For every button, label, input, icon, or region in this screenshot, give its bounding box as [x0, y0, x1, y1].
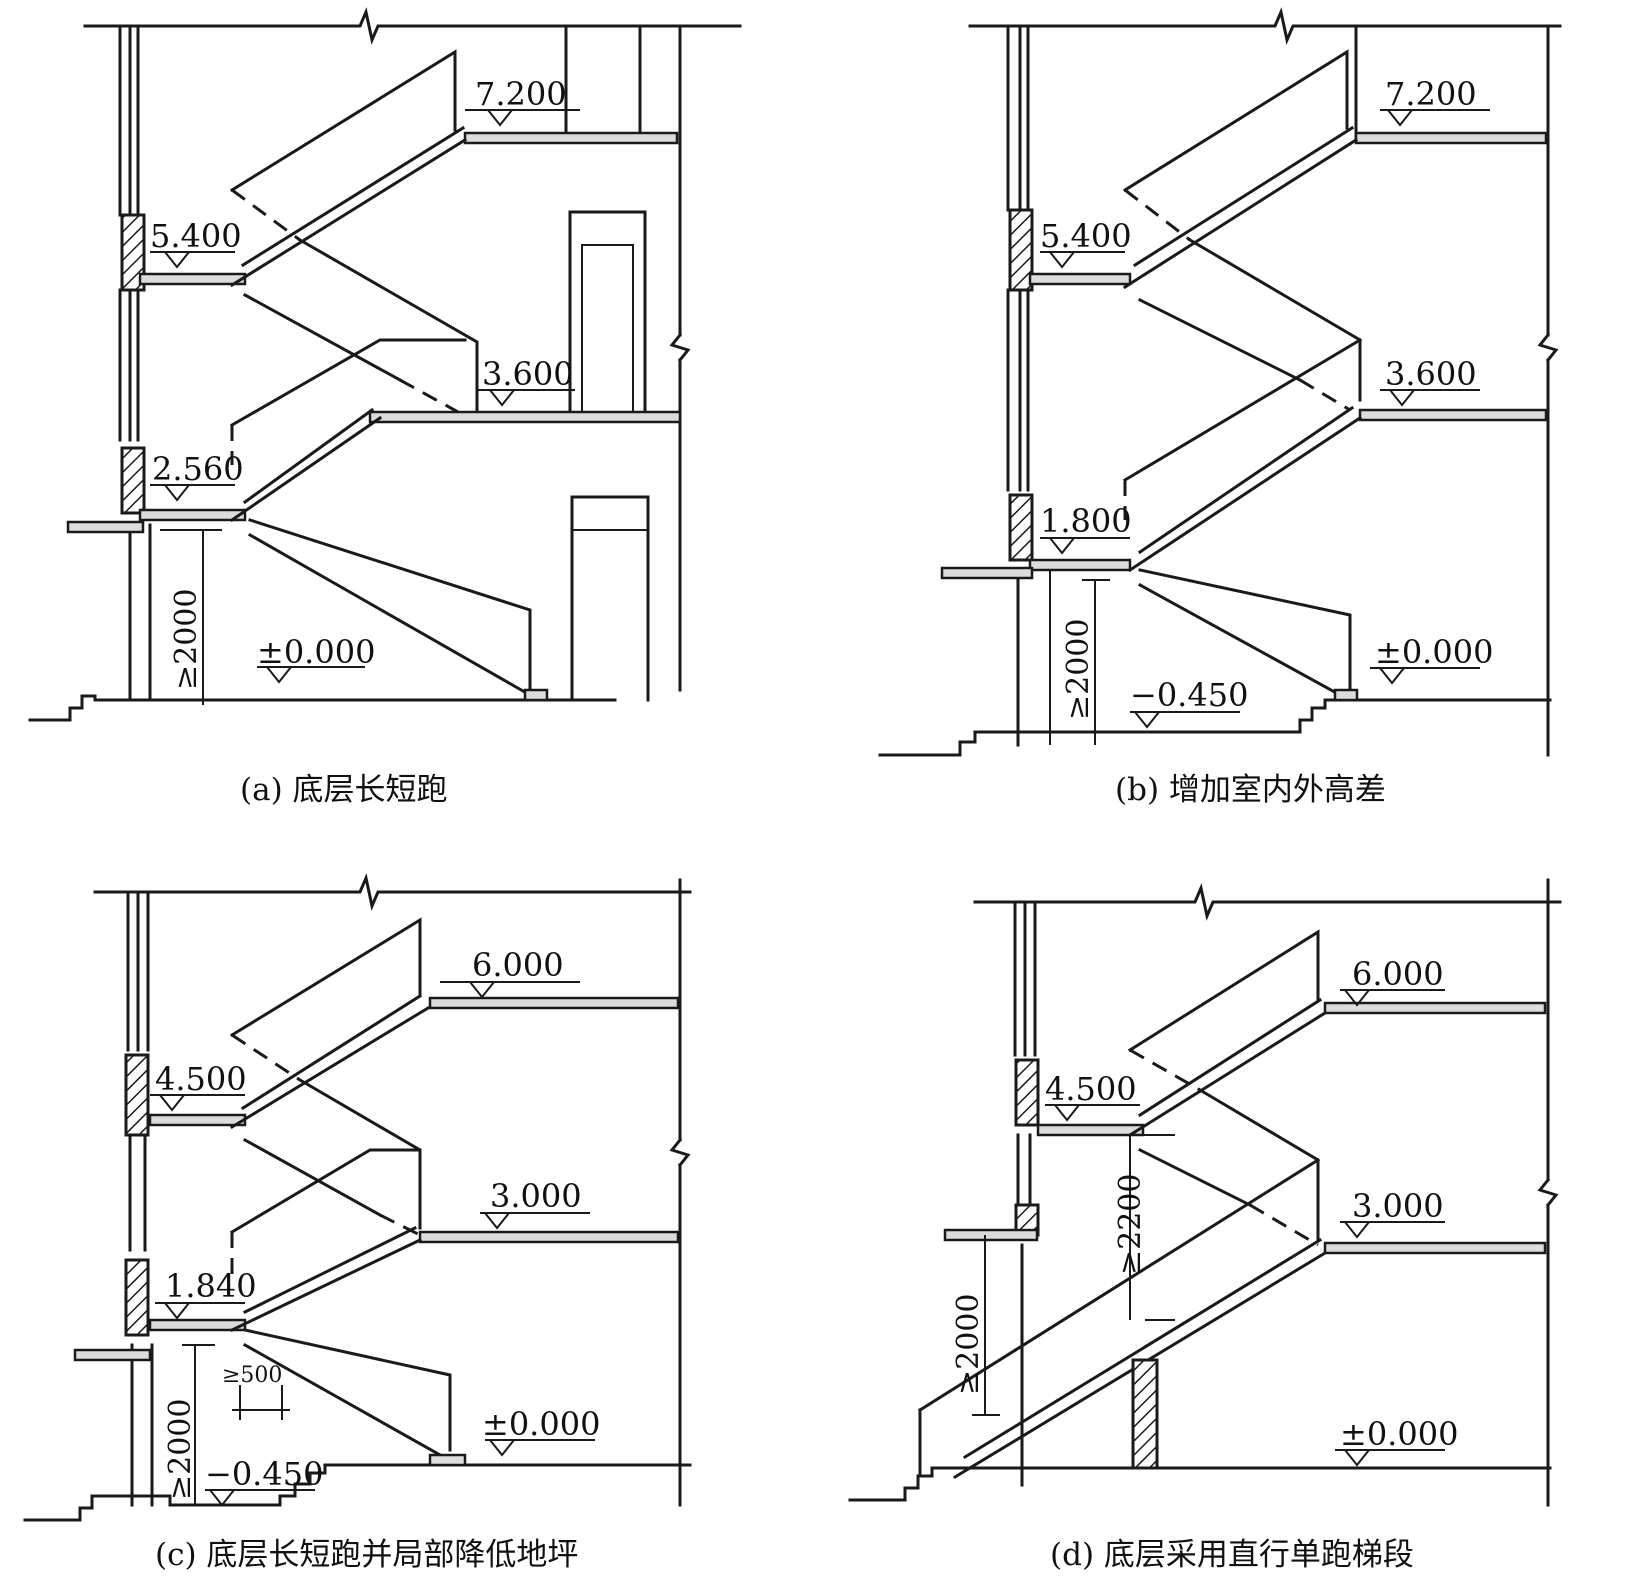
level-label: 7.200 [475, 75, 567, 113]
level-label: 4.500 [155, 1060, 247, 1098]
level-label: 7.200 [1385, 75, 1477, 113]
min-distance-dimension: ≥500 [222, 1363, 282, 1388]
panel-a [28, 7, 742, 722]
panel-d [848, 878, 1562, 1507]
caption-b: (b) 增加室内外高差 [1115, 772, 1386, 808]
clearance-dimension: ≥2000 [163, 1399, 198, 1500]
level-label: 2.560 [152, 450, 244, 488]
level-label: ±0.000 [482, 1405, 600, 1443]
level-label: 1.840 [165, 1267, 257, 1305]
level-label: ±0.000 [257, 633, 375, 671]
headroom-dimension: ≥2200 [1113, 1174, 1148, 1275]
level-label: 3.600 [482, 355, 574, 393]
level-label: 6.000 [472, 946, 564, 984]
caption-d: (d) 底层采用直行单跑梯段 [1050, 1537, 1414, 1573]
level-label: ±0.000 [1375, 633, 1493, 671]
level-label: 6.000 [1352, 955, 1444, 993]
level-label: 3.000 [1352, 1187, 1444, 1225]
panel-b [878, 7, 1562, 757]
level-label: 3.600 [1385, 355, 1477, 393]
level-label: −0.450 [205, 1455, 323, 1493]
level-label: ±0.000 [1340, 1415, 1458, 1453]
clearance-dimension: ≥2000 [1061, 619, 1096, 720]
caption-a: (a) 底层长短跑 [240, 772, 448, 808]
panel-c [23, 873, 692, 1522]
level-label: 1.800 [1040, 502, 1132, 540]
level-label: 5.400 [150, 217, 242, 255]
level-label: 3.000 [490, 1177, 582, 1215]
clearance-dimension: ≥2000 [951, 1294, 986, 1395]
level-label: 4.500 [1045, 1070, 1137, 1108]
clearance-dimension: ≥2000 [169, 589, 204, 690]
level-label: −0.450 [1130, 676, 1248, 714]
caption-c: (c) 底层长短跑并局部降低地坪 [155, 1537, 578, 1573]
level-label: 5.400 [1040, 217, 1132, 255]
